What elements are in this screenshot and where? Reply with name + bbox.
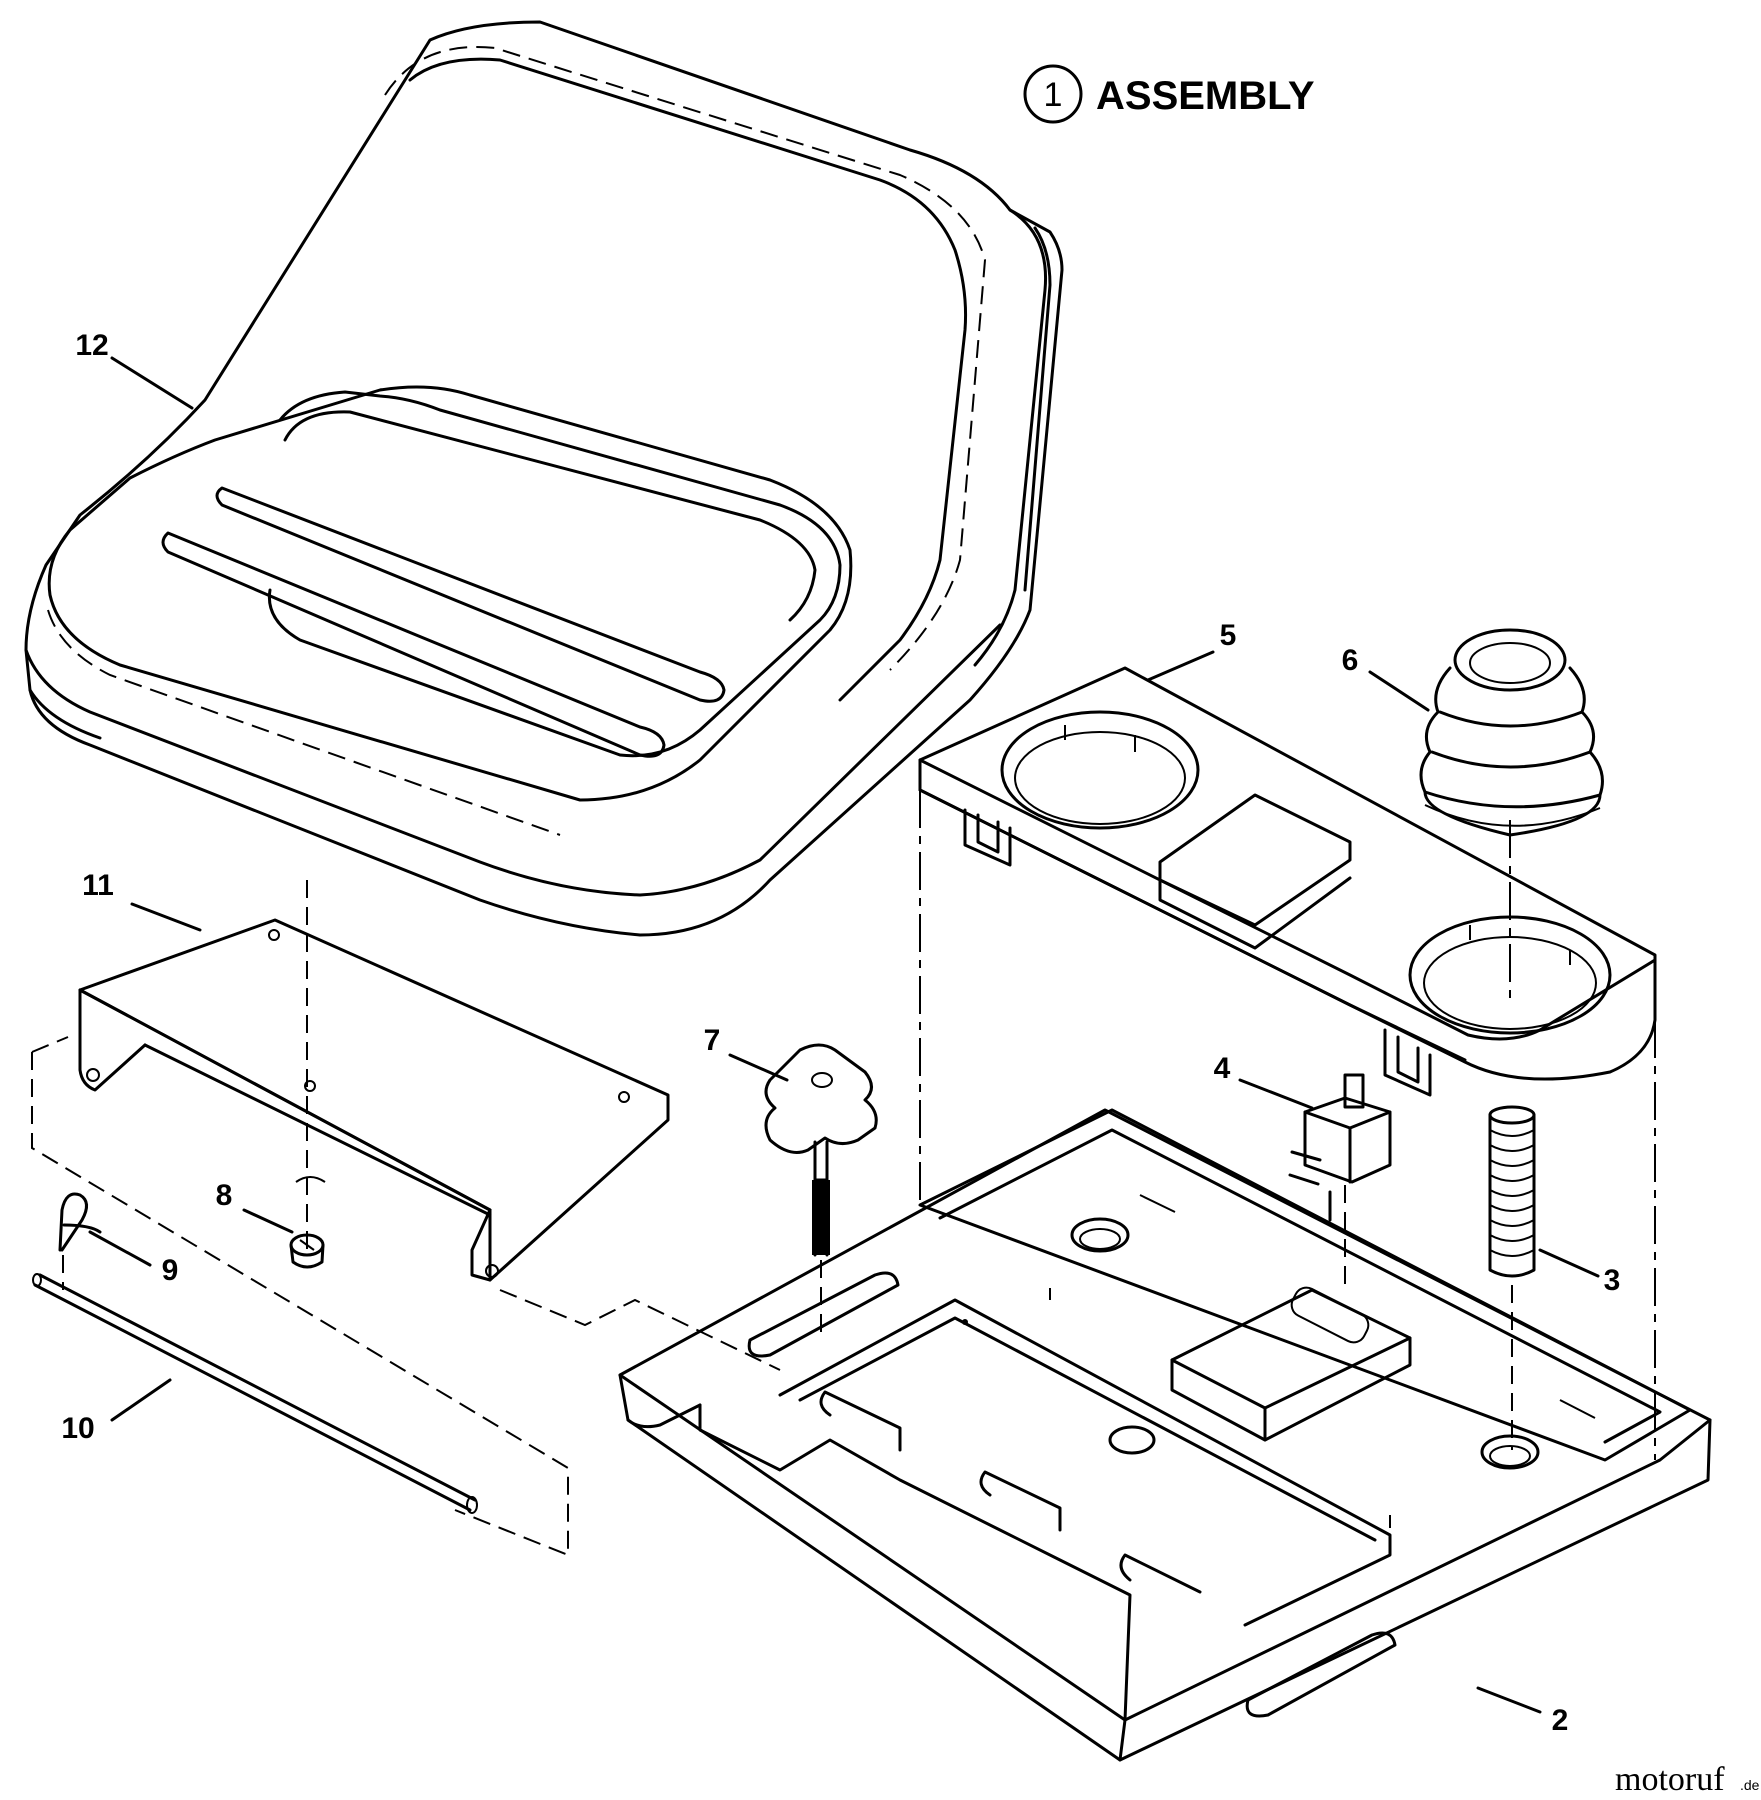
title-number: 1 <box>1044 76 1063 114</box>
seat-part <box>24 20 1064 1250</box>
watermark-brand: motoruf <box>1615 1761 1725 1798</box>
callout-5: 5 <box>1220 619 1237 652</box>
callout-2: 2 <box>1552 1704 1569 1737</box>
callout-8: 8 <box>216 1179 233 1212</box>
hinge-rod-part <box>32 1273 478 1514</box>
knob-part <box>764 1043 878 1335</box>
callout-9: 9 <box>162 1254 179 1287</box>
hair-pin-clip-part <box>58 1192 102 1290</box>
title-circle-icon <box>1023 64 1083 124</box>
seat-pan-part <box>618 1108 1712 1762</box>
watermark-suffix: .de <box>1740 1777 1760 1793</box>
callout-3: 3 <box>1604 1264 1621 1297</box>
callout-labels: 12 11 5 6 7 4 3 8 9 10 2 <box>61 329 1620 1737</box>
callout-7: 7 <box>704 1024 721 1057</box>
bracket-part <box>78 918 670 1282</box>
callout-10: 10 <box>61 1412 94 1445</box>
callout-4: 4 <box>1214 1052 1231 1085</box>
callout-11: 11 <box>82 869 114 902</box>
seat-base-cover-part <box>918 666 1657 1460</box>
leader-lines <box>88 356 1600 1714</box>
callout-6: 6 <box>1342 644 1359 677</box>
assembly-title: 1 ASSEMBLY <box>1023 64 1315 124</box>
bumper-part <box>1419 628 1604 837</box>
screw-part <box>289 1233 325 1269</box>
watermark-logo: motoruf .de <box>1615 1761 1760 1798</box>
title-text: ASSEMBLY <box>1096 74 1315 118</box>
spring-part <box>1488 1105 1536 1450</box>
switch-part <box>1288 1073 1392 1290</box>
callout-12: 12 <box>75 329 108 362</box>
